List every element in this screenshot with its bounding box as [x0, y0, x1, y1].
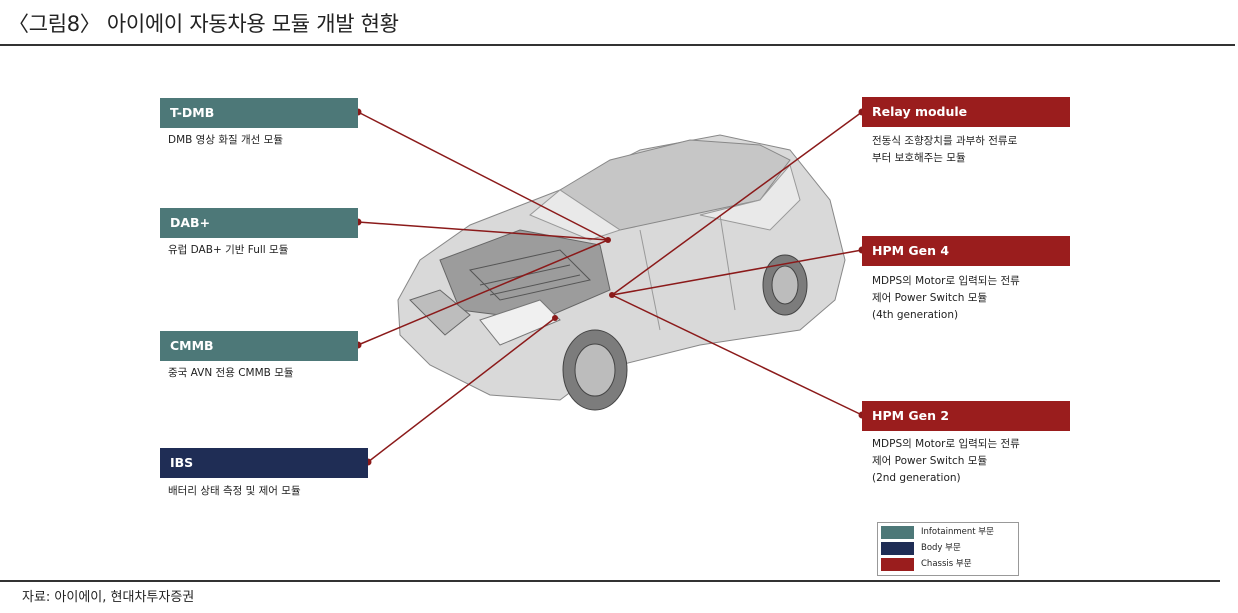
cmmb-desc: 중국 AVN 전용 CMMB 모듈 [168, 367, 294, 379]
line-hpm4 [611, 249, 863, 296]
legend-label-body: Body 부문 [921, 543, 961, 553]
door-lines [639, 214, 736, 331]
headlight [479, 299, 561, 346]
cmmb-label: CMMB [160, 331, 358, 361]
ibs-label: IBS [160, 448, 368, 478]
hpm4-desc-line1: MDPS의 Motor로 입력되는 전류 [872, 275, 1020, 287]
dab-label: DAB+ [160, 208, 358, 238]
bottom-divider [0, 580, 1220, 582]
hpm4-label: HPM Gen 4 [862, 236, 1070, 266]
tdmb-desc: DMB 영상 화질 개선 모듈 [168, 134, 283, 146]
relay-label: Relay module [862, 97, 1070, 127]
relay-desc-line2: 부터 보호해주는 모듈 [872, 152, 966, 164]
legend-item-body: Body 부문 [881, 541, 1015, 556]
legend-item-chassis: Chassis 부문 [881, 557, 1015, 572]
legend-label-infotainment: Infotainment 부문 [921, 527, 994, 537]
grille [409, 289, 471, 336]
hpm4-desc-line2: 제어 Power Switch 모듈 [872, 292, 988, 304]
line-hpm2 [611, 294, 863, 416]
legend-label-chassis: Chassis 부문 [921, 559, 972, 569]
legend-swatch-infotainment [881, 526, 914, 539]
line-ibs [367, 317, 556, 463]
legend-swatch-body [881, 542, 914, 555]
line-cmmb [357, 239, 609, 346]
line-tdmb [357, 111, 609, 241]
car-roof [559, 139, 791, 231]
hpm4-desc: MDPS의 Motor로 입력되는 전류 제어 Power Switch 모듈 … [872, 273, 1020, 324]
dab-desc: 유럽 DAB+ 기반 Full 모듈 [168, 244, 289, 256]
leader-lines [357, 111, 863, 463]
legend-swatch-chassis [881, 558, 914, 571]
line-dab [357, 221, 609, 241]
ibs-desc: 배터리 상태 측정 및 제어 모듈 [168, 485, 301, 497]
hpm2-desc: MDPS의 Motor로 입력되는 전류 제어 Power Switch 모듈 … [872, 436, 1020, 487]
relay-desc-line1: 전동식 조향장치를 과부하 전류로 [872, 135, 1018, 147]
tdmb-label: T-DMB [160, 98, 358, 128]
title-divider [0, 44, 1235, 46]
source-note: 자료: 아이에이, 현대차투자증권 [22, 590, 195, 605]
line-relay [611, 111, 863, 296]
legend-item-infotainment: Infotainment 부문 [881, 525, 1015, 540]
wheel-front [562, 329, 628, 411]
relay-desc: 전동식 조향장치를 과부하 전류로 부터 보호해주는 모듈 [872, 133, 1017, 167]
hpm4-desc-line3: (4th generation) [872, 309, 959, 321]
hpm2-desc-line2: 제어 Power Switch 모듈 [872, 455, 988, 467]
wheel-rear [762, 254, 808, 316]
hpm2-desc-line1: MDPS의 Motor로 입력되는 전류 [872, 438, 1020, 450]
hpm2-label: HPM Gen 2 [862, 401, 1070, 431]
legend: Infotainment 부문 Body 부문 Chassis 부문 [877, 522, 1019, 576]
car-windshield [529, 163, 801, 241]
figure-title: 〈그림8〉 아이에이 자동차용 모듈 개발 현황 [8, 12, 399, 36]
hpm2-desc-line3: (2nd generation) [872, 472, 961, 484]
